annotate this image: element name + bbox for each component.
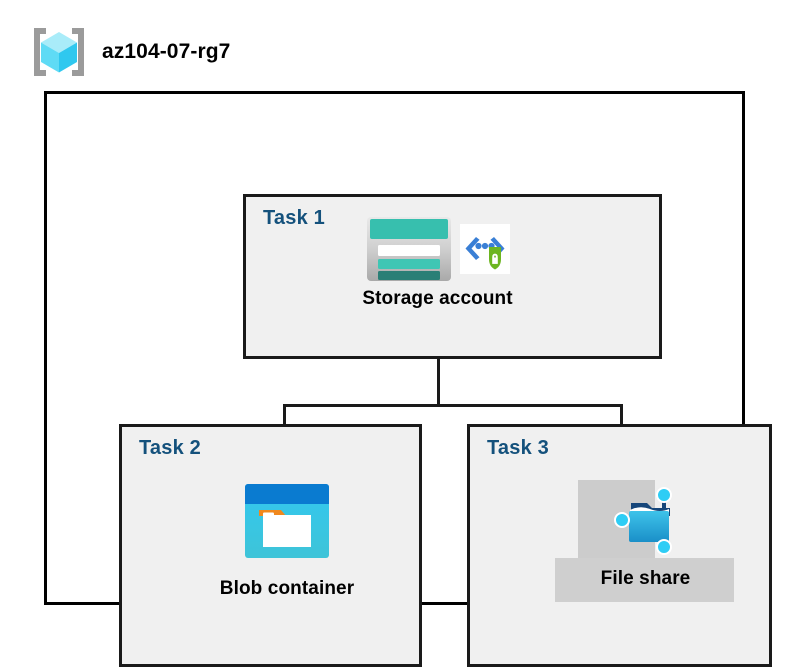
resource-group-icon <box>30 25 88 79</box>
blob-container-icon <box>243 482 331 560</box>
connector-storage-trunk <box>437 332 440 404</box>
storage-account-caption: Storage account <box>362 288 513 309</box>
page-title: az104-07-rg7 <box>102 40 231 63</box>
task-1-label: Task 1 <box>263 207 325 229</box>
storage-account-icon-row <box>366 216 510 282</box>
secure-endpoint-icon <box>459 224 510 274</box>
task-box-3: Task 3 <box>467 424 772 667</box>
file-share-icon <box>607 480 685 558</box>
task-box-1: Task 1 <box>243 194 662 359</box>
blob-container-caption: Blob container <box>219 578 355 599</box>
file-share-label-highlight <box>555 558 734 602</box>
node-blob-container[interactable]: Blob container <box>197 482 377 600</box>
node-storage-account[interactable]: Storage account <box>335 216 540 310</box>
storage-account-icon <box>366 216 452 282</box>
file-share-caption: File share <box>600 568 691 589</box>
diagram-header: az104-07-rg7 <box>30 25 230 79</box>
connector-branch-bar <box>283 404 623 407</box>
task-3-label: Task 3 <box>487 437 549 459</box>
resource-group-container: Task 1 <box>44 91 772 667</box>
task-2-label: Task 2 <box>139 437 201 459</box>
node-file-share[interactable]: File share <box>553 480 738 590</box>
